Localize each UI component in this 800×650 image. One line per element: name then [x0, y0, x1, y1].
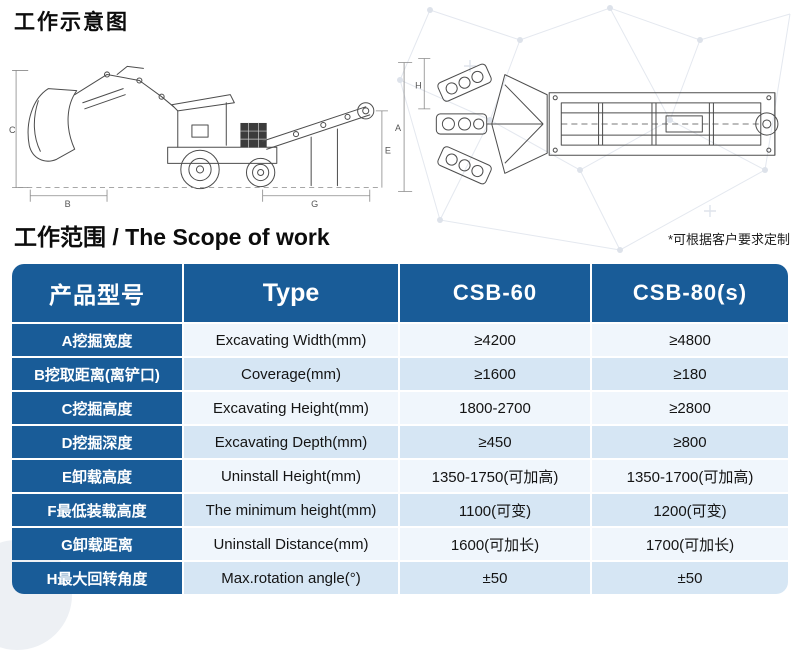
schematic-drawings: C B G E: [8, 44, 794, 210]
type-cell: The minimum height(mm): [184, 494, 398, 526]
spec-table: 产品型号 Type CSB-60 CSB-80(s) A挖掘宽度 Excavat…: [10, 262, 790, 596]
table-row: A挖掘宽度 Excavating Width(mm) ≥4200 ≥4800: [12, 324, 788, 356]
spec-table-header-row: 产品型号 Type CSB-60 CSB-80(s): [12, 264, 788, 322]
csb80-cell: ±50: [592, 562, 788, 594]
row-label-cell: G卸载距离: [12, 528, 182, 560]
csb80-cell: ≥180: [592, 358, 788, 390]
col-header-type: Type: [184, 264, 398, 322]
table-row: F最低装载高度 The minimum height(mm) 1100(可变) …: [12, 494, 788, 526]
csb60-cell: ±50: [400, 562, 590, 594]
table-row: G卸载距离 Uninstall Distance(mm) 1600(可加长) 1…: [12, 528, 788, 560]
type-cell: Uninstall Height(mm): [184, 460, 398, 492]
col-header-model: 产品型号: [12, 264, 182, 322]
table-row: B挖取距离(离铲口) Coverage(mm) ≥1600 ≥180: [12, 358, 788, 390]
page-title: 工作示意图: [14, 11, 129, 34]
csb60-cell: 1800-2700: [400, 392, 590, 424]
table-row: D挖掘深度 Excavating Depth(mm) ≥450 ≥800: [12, 426, 788, 458]
table-row: C挖掘高度 Excavating Height(mm) 1800-2700 ≥2…: [12, 392, 788, 424]
csb80-cell: ≥4800: [592, 324, 788, 356]
csb60-cell: 1100(可变): [400, 494, 590, 526]
type-cell: Max.rotation angle(°): [184, 562, 398, 594]
row-label-cell: E卸载高度: [12, 460, 182, 492]
table-row: H最大回转角度 Max.rotation angle(°) ±50 ±50: [12, 562, 788, 594]
scope-section-title: 工作范围 / The Scope of work: [14, 224, 330, 250]
top-view-drawing: A H: [395, 58, 779, 192]
side-view-drawing: C B G E: [9, 65, 391, 208]
row-label-cell: D挖掘深度: [12, 426, 182, 458]
row-label-cell: F最低装载高度: [12, 494, 182, 526]
row-label-cell: H最大回转角度: [12, 562, 182, 594]
col-header-csb80: CSB-80(s): [592, 264, 788, 322]
csb80-cell: 1350-1700(可加高): [592, 460, 788, 492]
customization-note: *可根据客户要求定制: [667, 232, 790, 247]
row-label-cell: C挖掘高度: [12, 392, 182, 424]
dim-label-c: C: [9, 125, 16, 135]
dim-label-a: A: [395, 123, 402, 133]
csb60-cell: 1600(可加长): [400, 528, 590, 560]
csb80-cell: 1700(可加长): [592, 528, 788, 560]
dim-label-e: E: [385, 145, 391, 155]
type-cell: Excavating Width(mm): [184, 324, 398, 356]
row-label-cell: B挖取距离(离铲口): [12, 358, 182, 390]
csb60-cell: ≥1600: [400, 358, 590, 390]
csb60-cell: ≥4200: [400, 324, 590, 356]
csb60-cell: 1350-1750(可加高): [400, 460, 590, 492]
col-header-csb60: CSB-60: [400, 264, 590, 322]
dim-label-h: H: [415, 81, 422, 91]
type-cell: Excavating Depth(mm): [184, 426, 398, 458]
dim-label-g: G: [311, 199, 318, 208]
csb80-cell: 1200(可变): [592, 494, 788, 526]
type-cell: Coverage(mm): [184, 358, 398, 390]
row-label-cell: A挖掘宽度: [12, 324, 182, 356]
type-cell: Excavating Height(mm): [184, 392, 398, 424]
csb80-cell: ≥2800: [592, 392, 788, 424]
scope-section-header: 工作范围 / The Scope of work *可根据客户要求定制: [14, 218, 790, 252]
type-cell: Uninstall Distance(mm): [184, 528, 398, 560]
table-row: E卸载高度 Uninstall Height(mm) 1350-1750(可加高…: [12, 460, 788, 492]
csb60-cell: ≥450: [400, 426, 590, 458]
page-root: 工作示意图: [8, 11, 794, 596]
dim-label-b: B: [65, 199, 71, 208]
csb80-cell: ≥800: [592, 426, 788, 458]
